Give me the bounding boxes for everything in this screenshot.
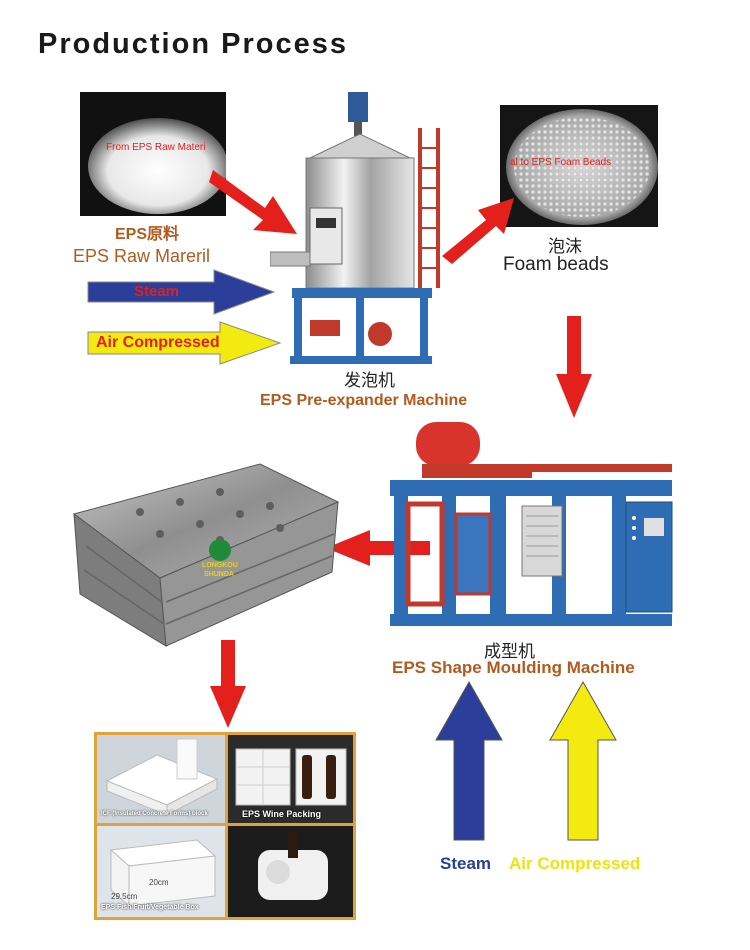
steam-bottom-label: Steam xyxy=(440,854,492,873)
flow-arrow-foam-to-moulding xyxy=(556,316,592,418)
air-input-arrow xyxy=(87,321,282,365)
foam-beads-overlay-text: al to EPS Foam Beads xyxy=(510,157,612,168)
steam-input-arrow xyxy=(87,269,276,315)
air-input-label: Air Compressed xyxy=(96,334,220,351)
steam-bottom-arrow xyxy=(435,680,503,841)
raw-material-photo: From EPS Raw Materi xyxy=(80,92,226,216)
air-bottom-label: Air Compressed xyxy=(509,854,641,873)
foam-beads-label-en: Foam beads xyxy=(503,254,609,275)
raw-material-label-en: EPS Raw Mareril xyxy=(73,246,211,266)
steam-input-label: Steam xyxy=(134,283,180,300)
moulding-machine-label-en: EPS Shape Moulding Machine xyxy=(392,658,635,677)
product-fish-dim-a: 20cm xyxy=(149,878,169,887)
product-foam-insert xyxy=(228,826,353,917)
product-fish-box: 20cm 29.5cm EPS Fish/Fruit/Vegetable Box xyxy=(97,826,225,917)
product-wine-caption: EPS Wine Packing xyxy=(242,809,321,819)
mould-logo-text-2: SHUNDA xyxy=(204,571,234,578)
moulding-machine-label-cn: 成型机 xyxy=(484,642,535,661)
flow-arrow-preexpander-to-foam xyxy=(442,198,514,264)
raw-material-overlay-text: From EPS Raw Materi xyxy=(106,142,206,153)
flow-arrow-mould-to-products xyxy=(210,640,246,728)
products-collage: ICF (Insulated Concrete Forms) block EPS… xyxy=(94,732,356,920)
foam-beads-photo: al to EPS Foam Beads xyxy=(500,105,658,227)
page-title: Production Process xyxy=(38,28,348,60)
product-fish-caption: EPS Fish/Fruit/Vegetable Box xyxy=(101,904,199,911)
product-icf-caption: ICF (Insulated Concrete Forms) block xyxy=(101,811,208,817)
air-bottom-arrow xyxy=(549,680,617,841)
aluminium-mould-image: LONGKOU SHUNDA xyxy=(70,462,340,648)
product-fish-dim-b: 29.5cm xyxy=(111,892,138,901)
product-icf-block: ICF (Insulated Concrete Forms) block xyxy=(97,735,225,823)
flow-arrow-raw-to-preexpander xyxy=(209,170,297,234)
pre-expander-label-cn: 发泡机 xyxy=(344,371,395,390)
product-wine-packing: EPS Wine Packing xyxy=(228,735,353,823)
foam-beads-label-cn: 泡沫 xyxy=(548,237,582,256)
shape-moulding-machine-image xyxy=(382,418,680,634)
pre-expander-machine-image xyxy=(270,88,460,368)
raw-material-label-cn: EPS原料 xyxy=(115,226,180,243)
mould-logo-text-1: LONGKOU xyxy=(202,562,238,569)
pre-expander-label-en: EPS Pre-expander Machine xyxy=(260,392,468,409)
